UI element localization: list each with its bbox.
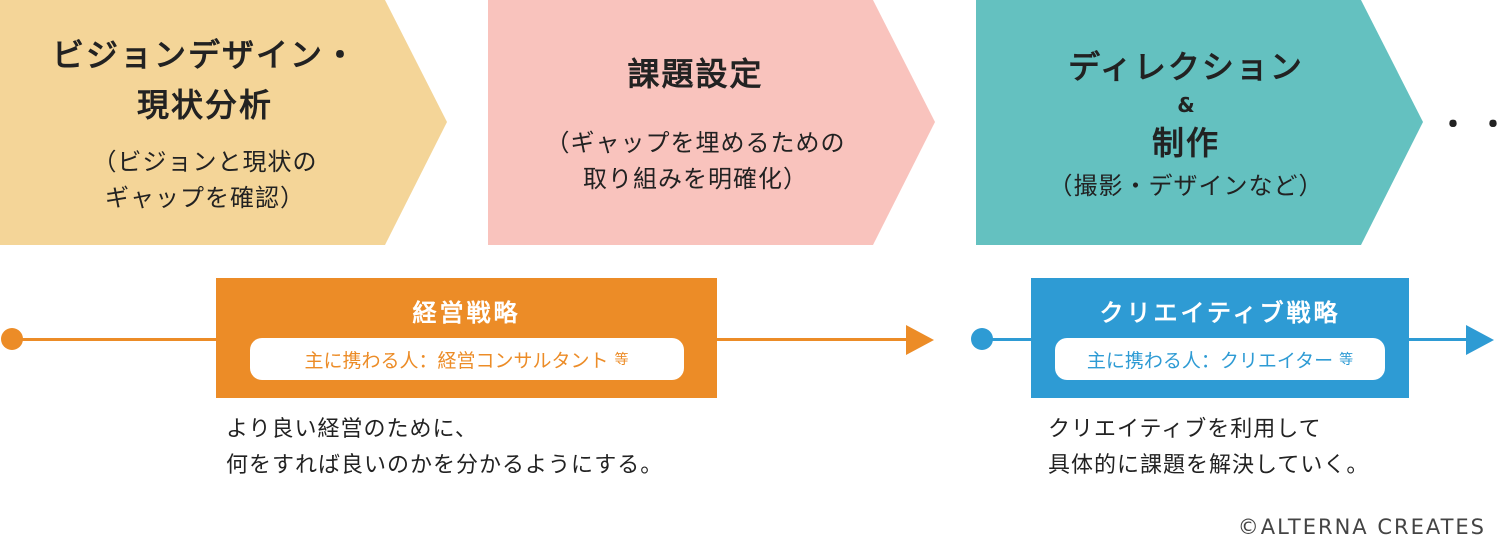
desc-line: クリエイティブを利用して [1048, 417, 1322, 442]
step-direction-production: ディレクション & 制作 （撮影・デザインなど） [976, 0, 1423, 245]
creative-description: クリエイティブを利用して 具体的に課題を解決していく。 [1048, 412, 1369, 484]
role-text: 主に携わる人：クリエイター [1086, 349, 1334, 372]
step-vision-analysis: ビジョンデザイン・ 現状分析 （ビジョンと現状の ギャップを確認） [0, 0, 447, 245]
creative-strategy-box: クリエイティブ戦略 主に携わる人：クリエイター 等 [1031, 278, 1409, 398]
chevron-shape [976, 0, 1423, 245]
management-description: より良い経営のために、 何をすれば良いのかを分かるようにする。 [226, 412, 663, 484]
role-suffix: 等 [1339, 352, 1354, 368]
management-strategy-box: 経営戦略 主に携わる人：経営コンサルタント 等 [216, 278, 717, 398]
role-pill: 主に携わる人：経営コンサルタント 等 [249, 338, 684, 380]
desc-line: 具体的に課題を解決していく。 [1048, 453, 1370, 478]
step-subtitle: （ビジョンと現状の [92, 147, 318, 176]
copyright: ©ALTERNA CREATES [1237, 515, 1486, 539]
ampersand: & [1177, 92, 1195, 117]
role-pill: 主に携わる人：クリエイター 等 [1055, 338, 1385, 380]
flow-arrowhead [1466, 325, 1494, 355]
step-subtitle-line2: 取り組みを明確化） [583, 164, 808, 193]
step-title: ビジョンデザイン・ [51, 35, 358, 74]
flow-arrowhead [906, 325, 934, 355]
step-title: 課題設定 [627, 54, 764, 93]
box-title: 経営戦略 [412, 299, 521, 327]
role-text: 主に携わる人：経営コンサルタント [304, 349, 609, 372]
flow-start-dot [971, 328, 993, 350]
chevron-shape [488, 0, 935, 245]
step-title-line2: 制作 [1151, 123, 1220, 162]
chevron-shape [0, 0, 447, 245]
step-title-line2: 現状分析 [136, 85, 273, 124]
step-subtitle: （撮影・デザインなど） [1048, 171, 1324, 200]
box-title: クリエイティブ戦略 [1099, 299, 1341, 327]
ellipsis: ・・・ [1438, 108, 1500, 143]
step-title: ディレクション [1068, 47, 1304, 86]
step-subtitle-line2: ギャップを確認） [105, 183, 305, 212]
desc-line: より良い経営のために、 [226, 417, 478, 442]
step-issue-setting: 課題設定 （ギャップを埋めるための 取り組みを明確化） [488, 0, 935, 245]
step-subtitle: （ギャップを埋めるための [545, 128, 846, 157]
flow-start-dot [1, 328, 23, 350]
role-suffix: 等 [614, 352, 629, 368]
desc-line: 何をすれば良いのかを分かるようにする。 [226, 453, 664, 478]
